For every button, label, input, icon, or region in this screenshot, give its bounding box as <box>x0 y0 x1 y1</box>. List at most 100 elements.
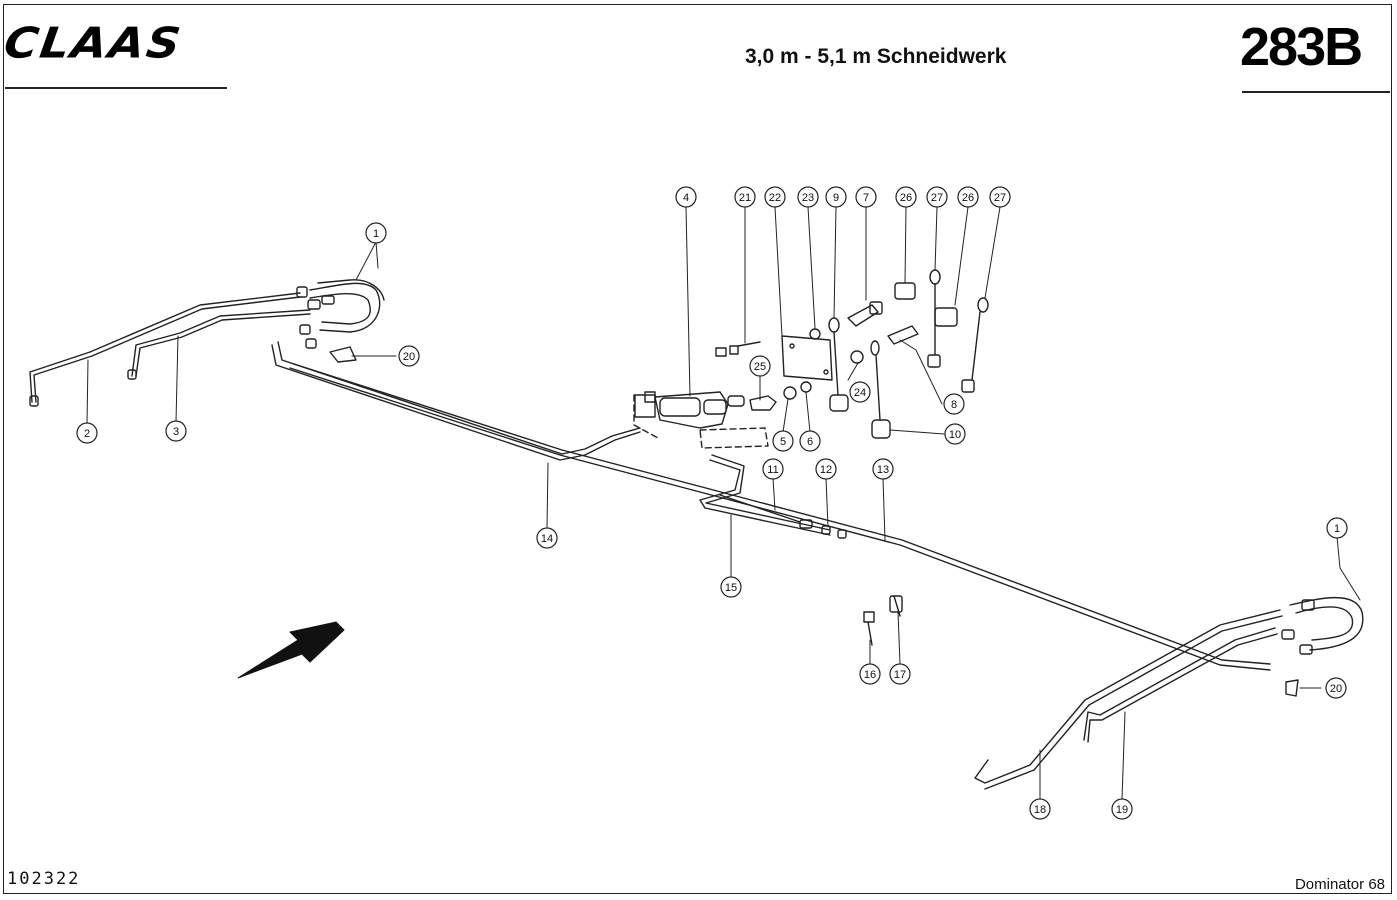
callout-label: 12 <box>820 464 832 476</box>
bolt-21 <box>715 341 761 357</box>
callout-16: 16 <box>859 663 881 685</box>
callout-circle <box>943 393 965 415</box>
callout-9: 9 <box>825 186 847 208</box>
callout-circle <box>764 186 786 208</box>
callout-label: 1 <box>373 228 379 240</box>
bracket-22 <box>781 335 833 381</box>
callout-circle <box>957 186 979 208</box>
coupling-26 <box>894 282 958 327</box>
callout-2: 2 <box>76 422 98 444</box>
fitting-8 <box>887 325 919 345</box>
callout-circle <box>859 663 881 685</box>
callout-circle <box>815 458 837 480</box>
clip-20-left <box>329 346 357 363</box>
callout-circle <box>849 381 871 403</box>
callout-circle <box>797 186 819 208</box>
washer-23 <box>809 328 821 340</box>
callout-label: 19 <box>1116 804 1128 816</box>
fitting-25 <box>749 395 777 411</box>
page-code-underline <box>1242 91 1390 93</box>
callout-circle <box>76 422 98 444</box>
callout-13: 13 <box>872 458 894 480</box>
callout-label: 10 <box>949 429 961 441</box>
callout-22: 22 <box>764 186 786 208</box>
callout-label: 24 <box>854 387 866 399</box>
callout-circle <box>1029 798 1051 820</box>
callout-14: 14 <box>536 527 558 549</box>
callout-label: 6 <box>807 436 813 448</box>
left-fittings <box>29 286 335 407</box>
page-code: 283B <box>1240 17 1363 77</box>
link-9 <box>828 317 849 412</box>
callout-circle <box>989 186 1011 208</box>
callout-label: 1 <box>1334 523 1340 535</box>
callout-label: 5 <box>780 436 786 448</box>
direction-arrow <box>237 621 345 679</box>
callout-label: 7 <box>863 192 869 204</box>
callout-label: 23 <box>802 192 814 204</box>
callout-5: 5 <box>772 430 794 452</box>
callout-label: 9 <box>833 192 839 204</box>
callout-circle <box>165 420 187 442</box>
callout-circle <box>1325 677 1347 699</box>
pipe-11-12 <box>719 494 847 539</box>
logo-underline <box>5 87 227 89</box>
pipe-15 <box>699 454 831 536</box>
callout-8: 8 <box>943 393 965 415</box>
callout-circle <box>1326 517 1348 539</box>
callout-label: 18 <box>1034 804 1046 816</box>
callout-circle <box>855 186 877 208</box>
pipe-14 <box>271 341 641 461</box>
pipe-19 <box>1083 627 1278 743</box>
pipe-18 <box>974 609 1283 790</box>
callout-label: 4 <box>683 192 689 204</box>
callout-circle <box>825 186 847 208</box>
washer-24 <box>850 350 864 364</box>
callout-1: 1 <box>365 222 387 244</box>
callout-circle <box>889 663 911 685</box>
callout-6: 6 <box>799 430 821 452</box>
callout-label: 26 <box>962 192 974 204</box>
valve-4 <box>633 391 769 449</box>
callout-label: 20 <box>403 351 415 363</box>
callout-circle <box>762 458 784 480</box>
callout-26: 26 <box>895 186 917 208</box>
callout-24: 24 <box>849 381 871 403</box>
callout-27: 27 <box>989 186 1011 208</box>
callout-circle <box>895 186 917 208</box>
coupling-7 <box>847 301 883 327</box>
pipe-2 <box>29 292 301 403</box>
callout-label: 17 <box>894 669 906 681</box>
callout-label: 26 <box>900 192 912 204</box>
callout-label: 13 <box>877 464 889 476</box>
callout-circle <box>536 527 558 549</box>
callout-19: 19 <box>1111 798 1133 820</box>
callout-circle <box>926 186 948 208</box>
links-27 <box>927 269 989 393</box>
sheet-frame <box>3 4 1392 894</box>
callout-25: 25 <box>749 355 771 377</box>
link-10 <box>870 340 891 439</box>
model-name: Dominator 68 <box>1294 876 1385 893</box>
callout-20: 20 <box>1325 677 1347 699</box>
callout-circle <box>772 430 794 452</box>
callout-label: 16 <box>864 669 876 681</box>
bolt-16-17 <box>863 595 903 646</box>
pipe-13 <box>289 363 1271 671</box>
callout-circle <box>720 576 742 598</box>
washers-5-6 <box>783 381 812 400</box>
callout-27: 27 <box>926 186 948 208</box>
callout-label: 22 <box>769 192 781 204</box>
callout-label: 3 <box>173 426 179 438</box>
callout-7: 7 <box>855 186 877 208</box>
callout-3: 3 <box>165 420 187 442</box>
callout-label: 27 <box>931 192 943 204</box>
callout-label: 20 <box>1330 683 1342 695</box>
callout-26: 26 <box>957 186 979 208</box>
callout-17: 17 <box>889 663 911 685</box>
clip-20-right <box>1285 679 1299 697</box>
hose-1-left <box>309 279 385 333</box>
page-title: 3,0 m - 5,1 m Schneidwerk <box>745 45 1007 68</box>
